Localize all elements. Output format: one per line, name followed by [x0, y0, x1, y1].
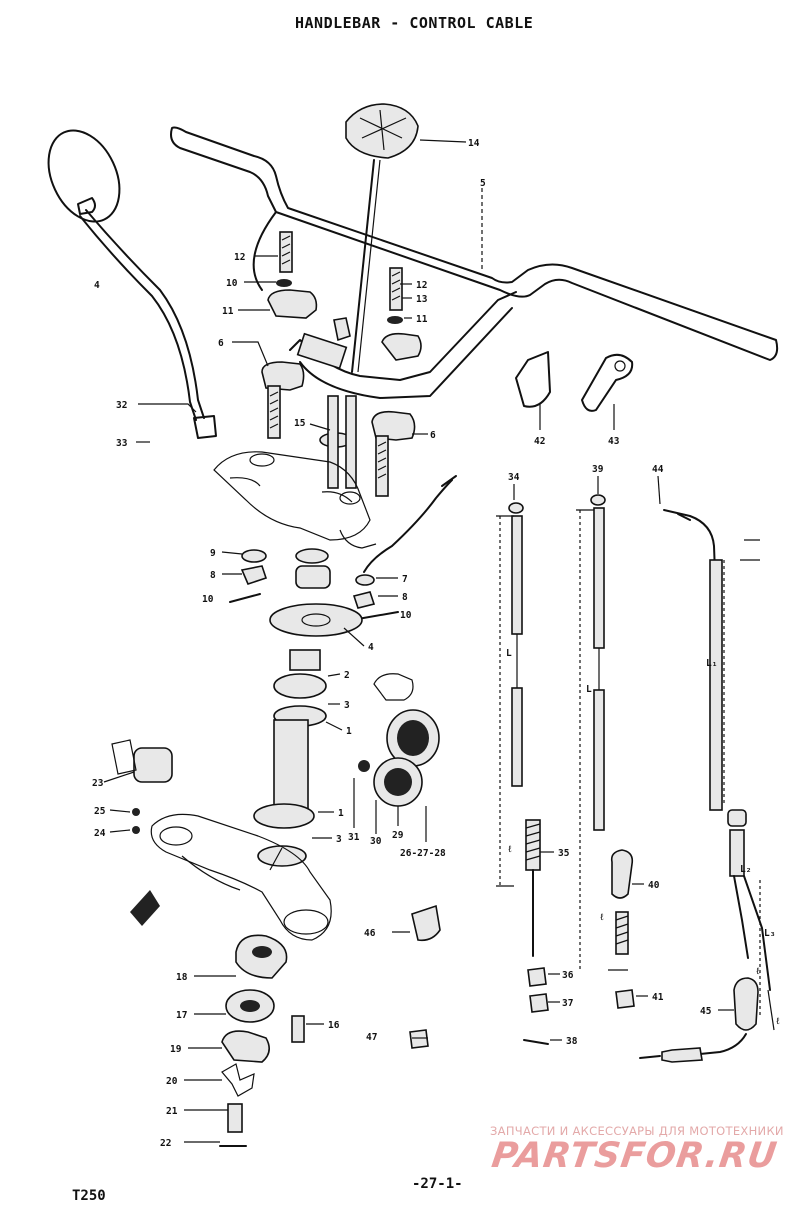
callout-36: 36 — [562, 970, 574, 981]
turn-signal-29 — [358, 673, 440, 807]
callout-8b: 8 — [402, 592, 408, 603]
callout-32: 32 — [116, 400, 127, 411]
callout-31: 31 — [348, 832, 360, 843]
page-title: HANDLEBAR - CONTROL CABLE — [295, 14, 534, 32]
dim-l-speedo-a: ℓ — [756, 966, 760, 977]
callout-21: 21 — [166, 1106, 178, 1117]
leader-lines — [103, 139, 734, 1143]
callout-43: 43 — [608, 436, 620, 447]
watermark-logo: PARTSFOR.RU — [489, 1136, 780, 1176]
handlebar — [170, 126, 779, 399]
callout-33: 33 — [116, 438, 128, 449]
dim-l-speedo-b: ℓ — [776, 1016, 780, 1027]
dim-l-throttle: ℓ — [508, 844, 512, 855]
callout-7: 7 — [402, 574, 408, 585]
callout-34: 34 — [508, 472, 520, 483]
callout-35: 35 — [558, 848, 570, 859]
lower-bracket — [150, 813, 332, 941]
dim-L-clutch: L — [586, 684, 592, 695]
model-code: T250 — [72, 1188, 106, 1204]
throttle-cable — [508, 502, 549, 1045]
callout-45: 45 — [700, 1006, 712, 1017]
horn-23 — [111, 739, 173, 834]
speedo-cable — [639, 509, 775, 1063]
callout-15: 15 — [294, 418, 306, 429]
clutch-cable — [590, 494, 635, 1009]
callout-numbers: 14 5 4 12 10 11 12 13 11 6 15 6 32 33 42… — [92, 138, 780, 1149]
cable-small — [363, 479, 453, 573]
callout-41: 41 — [652, 992, 664, 1003]
callout-3a: 3 — [344, 700, 350, 711]
callout-38: 38 — [566, 1036, 578, 1047]
dim-lines-left — [496, 515, 514, 887]
callout-29: 29 — [392, 830, 404, 841]
dim-lines-right — [723, 560, 761, 1016]
dim-lines-mid — [576, 509, 628, 971]
callout-11b: 11 — [416, 314, 428, 325]
callout-10a: 10 — [226, 278, 238, 289]
callout-5: 5 — [480, 178, 486, 189]
front-arrow-icon — [130, 890, 160, 926]
clip-46-47 — [409, 904, 441, 1049]
callout-20: 20 — [166, 1076, 178, 1087]
callout-19: 19 — [170, 1044, 182, 1055]
mirror — [47, 129, 217, 439]
dim-L3: L₃ — [764, 928, 775, 939]
clamp-right — [333, 267, 422, 497]
callout-39: 39 — [592, 464, 604, 475]
callout-1a: 1 — [346, 726, 352, 737]
clamp-left — [261, 231, 318, 439]
dim-L-throttle: L — [506, 648, 512, 659]
callout-17: 17 — [176, 1010, 187, 1021]
callout-11a: 11 — [222, 306, 234, 317]
callout-6b: 6 — [430, 430, 436, 441]
callout-6a: 6 — [218, 338, 224, 349]
dim-l-clutch: ℓ — [600, 912, 604, 923]
callout-40: 40 — [648, 880, 660, 891]
callout-12a: 12 — [234, 252, 245, 263]
callout-30: 30 — [370, 836, 382, 847]
callout-47: 47 — [366, 1032, 377, 1043]
callout-24: 24 — [94, 828, 106, 839]
callout-2a: 2 — [344, 670, 350, 681]
bracket-42-43 — [515, 351, 634, 412]
callout-22: 22 — [160, 1138, 171, 1149]
watermark-tagline: ЗАПЧАСТИ И АКСЕССУАРЫ ДЛЯ МОТОТЕХНИКИ — [490, 1124, 784, 1138]
callout-25: 25 — [94, 806, 106, 817]
callout-37: 37 — [562, 998, 573, 1009]
callout-10c: 10 — [400, 610, 412, 621]
callout-26-27-28: 26-27-28 — [400, 848, 446, 859]
steering-stem — [253, 603, 363, 867]
callout-13: 13 — [416, 294, 428, 305]
callout-10b: 10 — [202, 594, 214, 605]
callout-46: 46 — [364, 928, 376, 939]
dim-L2: L₂ — [740, 864, 751, 875]
callout-16: 16 — [328, 1020, 340, 1031]
callout-9a: 9 — [210, 548, 216, 559]
dim-L1: L₁ — [706, 658, 717, 669]
callout-23: 23 — [92, 778, 104, 789]
callout-3b: 3 — [336, 834, 342, 845]
callout-4b: 4 — [368, 642, 374, 653]
callout-44: 44 — [652, 464, 664, 475]
callout-18: 18 — [176, 972, 188, 983]
callout-8a: 8 — [210, 570, 216, 581]
callout-1b: 1 — [338, 808, 344, 819]
callout-14: 14 — [468, 138, 480, 149]
damper-15 — [319, 395, 357, 489]
callout-4a: 4 — [94, 280, 100, 291]
nuts-washers — [229, 548, 399, 621]
top-crown — [213, 451, 377, 549]
callout-12b: 12 — [416, 280, 427, 291]
page-number: -27-1- — [412, 1176, 463, 1192]
speedo-drive — [219, 934, 305, 1147]
callout-42: 42 — [534, 436, 545, 447]
choke-lever-14 — [345, 103, 419, 373]
